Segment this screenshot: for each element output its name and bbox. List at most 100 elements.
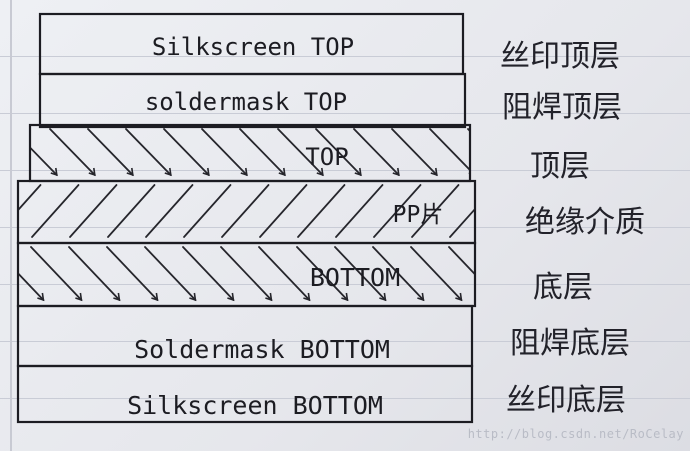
layer-label: TOP xyxy=(305,143,348,171)
layer-row: TOP 顶层 xyxy=(0,123,590,184)
watermark: http://blog.csdn.net/RoCelay xyxy=(467,427,684,441)
hatch-arrow xyxy=(164,167,172,177)
hatch-line xyxy=(18,184,42,212)
layer-cn-label: 丝印顶层 xyxy=(500,39,620,74)
hatch-line xyxy=(125,128,172,176)
hatch-arrow xyxy=(278,167,286,177)
hatch-line xyxy=(0,185,3,237)
hatch-arrow xyxy=(113,292,121,302)
hatch-arrow xyxy=(303,292,311,302)
layer-cn-label: 阻焊底层 xyxy=(510,326,630,361)
hatch-arrow xyxy=(37,292,45,302)
hatch-line xyxy=(467,128,470,133)
hatch-line xyxy=(49,128,96,176)
hatch-line xyxy=(201,128,248,176)
hatch-line xyxy=(18,271,45,301)
layer-border xyxy=(38,72,467,129)
layer-label: Silkscreen TOP xyxy=(152,33,354,61)
layer-label: Silkscreen BOTTOM xyxy=(127,391,383,420)
hatch-line xyxy=(182,246,235,301)
hatch-line xyxy=(107,184,156,238)
hatch-arrow xyxy=(0,293,5,300)
hatch-line xyxy=(30,246,83,301)
layer-hatch xyxy=(0,128,513,177)
hatch-arrow xyxy=(189,292,197,302)
hatch-line xyxy=(277,128,324,176)
layer-label: PP片 xyxy=(393,202,444,228)
hatch-line xyxy=(372,246,425,301)
layer-row: BOTTOM 底层 xyxy=(0,241,593,308)
hatch-line xyxy=(373,184,422,238)
hatch-line xyxy=(221,184,270,238)
hatch-line xyxy=(68,246,121,301)
layer-label: BOTTOM xyxy=(310,263,400,292)
layer-row: soldermask TOP 阻焊顶层 xyxy=(38,72,622,129)
hatch-arrow xyxy=(354,167,362,177)
hatch-line xyxy=(183,184,232,238)
layer-row: Silkscreen TOP 丝印顶层 xyxy=(38,12,620,76)
layer-label: Soldermask BOTTOM xyxy=(134,335,390,364)
hatch-arrow xyxy=(417,292,425,302)
hatch-line xyxy=(335,184,384,238)
hatch-line xyxy=(239,128,286,176)
hatch-line xyxy=(106,246,159,301)
layer-row: PP片 绝缘介质 xyxy=(0,179,645,245)
layer-label: soldermask TOP xyxy=(145,88,347,116)
layer-border xyxy=(28,123,472,183)
hatch-line xyxy=(449,207,475,238)
hatch-line xyxy=(410,246,463,301)
hatch-arrow xyxy=(13,168,19,175)
hatch-line xyxy=(353,128,400,176)
layer-cn-label: 绝缘介质 xyxy=(525,205,645,240)
hatch-line xyxy=(0,129,19,175)
hatch-arrow xyxy=(50,167,58,177)
hatch-line xyxy=(258,246,311,301)
hatch-line xyxy=(30,146,58,176)
layer-border xyxy=(16,364,474,424)
hatch-arrow xyxy=(455,292,463,302)
hatch-line xyxy=(144,246,197,301)
hatch-line xyxy=(315,128,362,176)
hatch-line xyxy=(411,184,460,238)
hatch-arrow xyxy=(240,167,248,177)
hatch-arrow xyxy=(75,292,83,302)
layer-row: Silkscreen BOTTOM 丝印底层 xyxy=(16,364,626,424)
hatch-line xyxy=(429,128,470,172)
hatch-arrow xyxy=(265,292,273,302)
hatch-line xyxy=(31,184,80,238)
hatch-arrow xyxy=(202,167,210,177)
hatch-arrow xyxy=(507,168,513,175)
hatch-arrow xyxy=(151,292,159,302)
paper-margin-line xyxy=(10,0,12,451)
hatch-arrow xyxy=(227,292,235,302)
hatch-line xyxy=(334,246,387,301)
layer-cn-label: 底层 xyxy=(533,270,593,305)
hatch-arrow xyxy=(88,167,96,177)
hatch-line xyxy=(297,184,346,238)
layer-cn-label: 阻焊顶层 xyxy=(502,90,622,125)
hatch-line xyxy=(259,184,308,238)
hatch-arrow xyxy=(341,292,349,302)
layer-hatch xyxy=(0,246,499,302)
hatch-line xyxy=(87,128,134,176)
hatch-arrow xyxy=(126,167,134,177)
hatch-line xyxy=(296,246,349,301)
layer-cn-label: 顶层 xyxy=(530,149,590,184)
hatch-arrow xyxy=(316,167,324,177)
hatch-line xyxy=(69,184,118,238)
hatch-line xyxy=(220,246,273,301)
hatch-arrow xyxy=(379,292,387,302)
hatch-line xyxy=(145,184,194,238)
hatch-line xyxy=(0,247,5,300)
layer-hatch xyxy=(0,184,475,238)
layer-row: Soldermask BOTTOM 阻焊底层 xyxy=(16,304,630,368)
hatch-line xyxy=(163,128,210,176)
hatch-line xyxy=(391,128,438,176)
layer-cn-label: 丝印底层 xyxy=(506,383,626,418)
hatch-arrow xyxy=(493,293,499,300)
hatch-arrow xyxy=(430,167,438,177)
hatch-arrow xyxy=(392,167,400,177)
